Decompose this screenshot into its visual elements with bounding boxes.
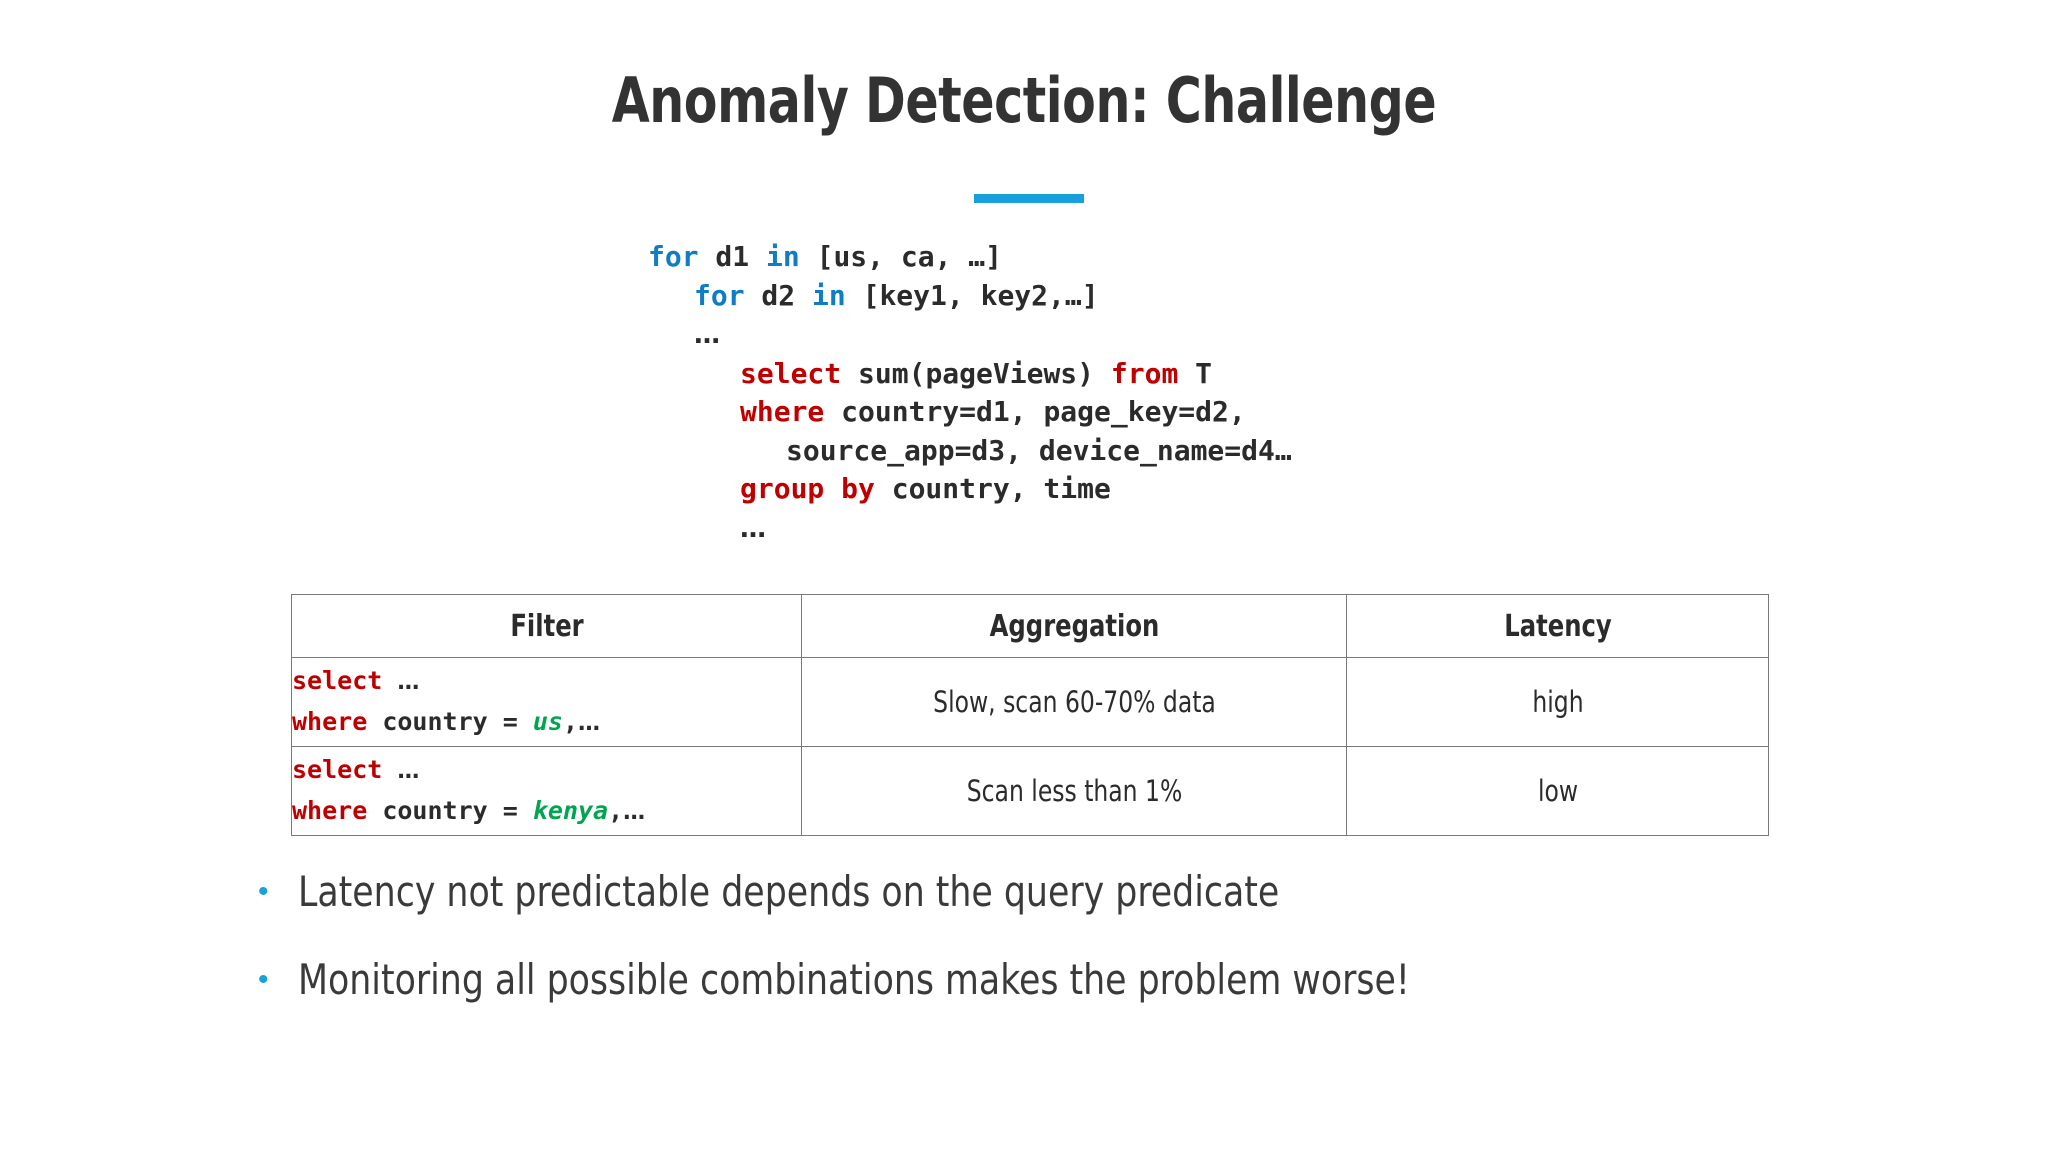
table-row: select …where country = us,…Slow, scan 6… xyxy=(291,657,1769,747)
code-token: d1 xyxy=(698,240,767,273)
code-token: country, time xyxy=(874,472,1111,505)
code-token: … xyxy=(623,800,646,825)
code-line: source_app=d3, device_name=d4… xyxy=(648,432,1292,471)
code-token: country = xyxy=(367,707,533,736)
code-line: … xyxy=(648,509,1292,549)
code-line: where country=d1, page_key=d2, xyxy=(648,393,1292,432)
cell-aggregation: Scan less than 1% xyxy=(828,746,1320,836)
code-block: for d1 in [us, ca, …]for d2 in [key1, ke… xyxy=(648,238,1292,548)
code-token: in xyxy=(766,240,800,273)
code-token: where xyxy=(292,707,368,736)
bullet-text: Latency not predictable depends on the q… xyxy=(298,867,1280,916)
code-token xyxy=(382,755,397,784)
code-token: [us, ca, …] xyxy=(799,240,1003,273)
code-line: for d2 in [key1, key2,…] xyxy=(648,277,1292,316)
code-token: in xyxy=(812,278,846,312)
code-token: from xyxy=(1110,356,1179,390)
title-container: Anomaly Detection: Challenge xyxy=(0,68,2048,133)
code-token xyxy=(382,666,397,695)
bullet-text: Monitoring all possible combinations mak… xyxy=(298,955,1410,1005)
code-token: select xyxy=(740,356,842,390)
column-header-latency: Latency xyxy=(1367,594,1748,658)
column-header-aggregation: Aggregation xyxy=(828,594,1320,658)
code-line: select sum(pageViews) from T xyxy=(648,355,1292,394)
cell-filter: select …where country = kenya,… xyxy=(291,746,802,836)
filter-code-line: select … xyxy=(292,750,801,791)
table-body: select …where country = us,…Slow, scan 6… xyxy=(291,657,1769,836)
code-line: for d1 in [us, ca, …] xyxy=(648,238,1292,277)
bullet-list: • Latency not predictable depends on the … xyxy=(258,867,1858,1045)
code-token: where xyxy=(292,796,368,825)
code-token: where xyxy=(740,395,825,428)
cell-latency: high xyxy=(1367,657,1748,747)
cell-latency: low xyxy=(1367,746,1748,836)
cell-aggregation: Slow, scan 60-70% data xyxy=(828,657,1320,747)
code-token: country = xyxy=(367,796,533,825)
page-title: Anomaly Detection: Challenge xyxy=(611,64,1437,137)
list-item: • Latency not predictable depends on the … xyxy=(258,867,1858,916)
code-token: … xyxy=(740,513,766,544)
filter-code-line: where country = kenya,… xyxy=(292,791,801,832)
table-row: select …where country = kenya,…Scan less… xyxy=(291,746,1769,836)
code-token: … xyxy=(397,670,420,695)
code-token: , xyxy=(608,796,624,825)
code-line: … xyxy=(648,315,1292,355)
code-token: for xyxy=(694,278,745,312)
code-token: T xyxy=(1178,356,1213,390)
code-token: … xyxy=(578,711,601,736)
code-token: … xyxy=(694,320,720,350)
table-header-row: Filter Aggregation Latency xyxy=(292,594,1769,658)
code-line: group by country, time xyxy=(648,470,1292,509)
code-token: [key1, key2,…] xyxy=(845,278,1099,312)
code-token: for xyxy=(648,240,699,273)
column-header-filter: Filter xyxy=(316,594,777,658)
code-token: select xyxy=(292,666,383,695)
code-token: d2 xyxy=(744,278,813,312)
code-token: us xyxy=(532,707,563,736)
code-token: kenya xyxy=(532,796,609,825)
bullet-marker-icon: • xyxy=(258,963,269,997)
list-item: • Monitoring all possible combinations ma… xyxy=(258,955,1858,1005)
code-token: , xyxy=(562,707,579,736)
title-accent-bar xyxy=(974,194,1084,203)
filter-code-line: where country = us,… xyxy=(292,702,801,743)
code-token: group by xyxy=(740,472,875,505)
filter-code-line: select … xyxy=(292,661,801,702)
code-token: select xyxy=(292,755,383,784)
cell-filter: select …where country = us,… xyxy=(291,657,802,747)
code-token: sum(pageViews) xyxy=(841,356,1111,390)
code-token: country=d1, page_key=d2, xyxy=(824,395,1246,428)
code-token: … xyxy=(397,759,420,784)
code-token: source_app=d3, device_name=d4… xyxy=(786,433,1292,467)
bullet-marker-icon: • xyxy=(258,875,269,909)
comparison-table: Filter Aggregation Latency select …where… xyxy=(291,594,1769,836)
